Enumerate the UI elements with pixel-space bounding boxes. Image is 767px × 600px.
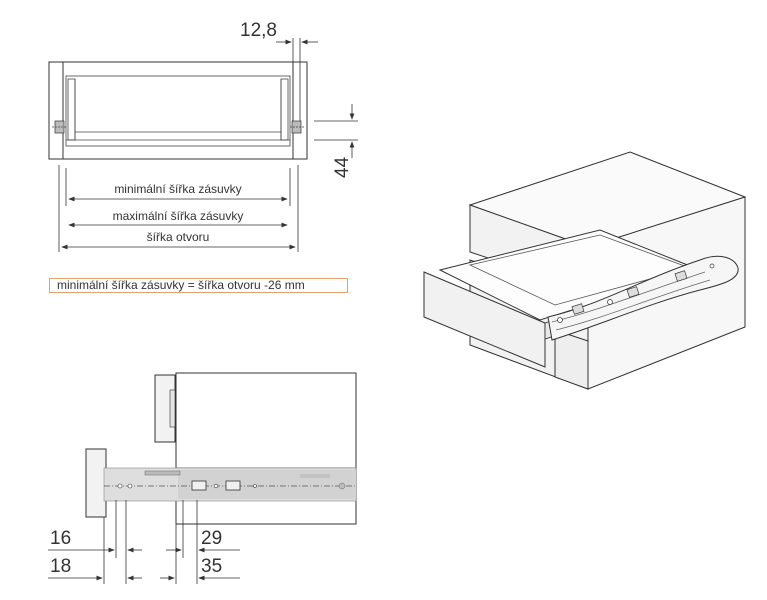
cabinet-outline [48, 61, 308, 160]
dim-44-label: 44 [332, 156, 353, 178]
max-drawer-width-label: maximální šířka zásuvky [113, 209, 244, 223]
dim-29-label: 29 [201, 528, 222, 549]
dim-18-label: 18 [50, 556, 71, 577]
side-view-drawing: 16 29 18 35 [48, 372, 357, 584]
dim-35-label: 35 [201, 556, 222, 577]
dim-12-8-label: 12,8 [240, 20, 277, 41]
isometric-drawer-illustration [423, 151, 747, 390]
formula-note: minimální šířka zásuvky = šířka otvoru -… [49, 278, 348, 293]
opening-width-label: šířka otvoru [147, 230, 210, 244]
min-drawer-width-label: minimální šířka zásuvky [114, 182, 241, 196]
drawer-box [65, 75, 291, 147]
dim-16-label: 16 [50, 528, 71, 549]
top-view-drawing: 12,8 44 minimální šířka zásuvky maximáln… [48, 20, 358, 252]
